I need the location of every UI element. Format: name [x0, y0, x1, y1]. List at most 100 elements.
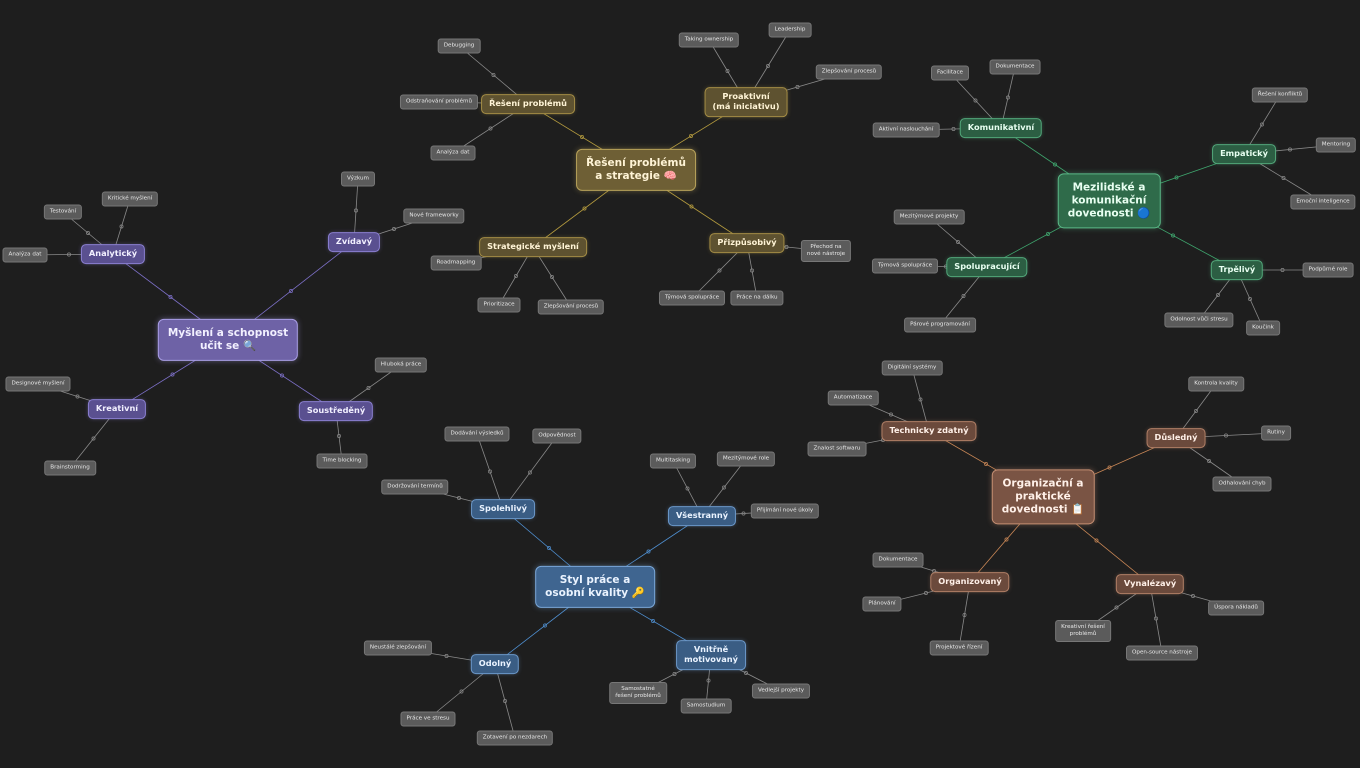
- subtopic-org[interactable]: Vynalézavý: [1115, 574, 1185, 594]
- leaf-node[interactable]: Úspora nákladů: [1208, 600, 1264, 616]
- leaf-node[interactable]: Odhalování chyb: [1212, 476, 1272, 492]
- connector-marker: [503, 699, 507, 703]
- leaf-node[interactable]: Vedlejší projekty: [751, 683, 811, 699]
- leaf-node[interactable]: Dodržování termínů: [381, 479, 449, 495]
- subtopic-social[interactable]: Empatický: [1212, 144, 1276, 164]
- leaf-node[interactable]: Přijímání nové úkoly: [750, 503, 820, 519]
- subtopic-org[interactable]: Technicky zdatný: [881, 421, 977, 441]
- leaf-node[interactable]: Automatizace: [827, 390, 879, 406]
- leaf-node[interactable]: Mentoring: [1315, 137, 1357, 153]
- leaf-node[interactable]: Neustálé zlepšování: [363, 640, 433, 656]
- leaf-node[interactable]: Mezitýmové role: [716, 451, 776, 467]
- subtopic-social[interactable]: Spolupracující: [946, 257, 1028, 277]
- leaf-node[interactable]: Rutiny: [1261, 425, 1291, 441]
- subtopic-thinking[interactable]: Analytický: [80, 244, 146, 264]
- leaf-node[interactable]: Týmová spolupráce: [871, 258, 939, 274]
- subtopic-org[interactable]: Důsledný: [1146, 428, 1206, 448]
- connector-marker: [67, 252, 71, 257]
- connector-marker: [795, 85, 800, 89]
- subtopic-problem[interactable]: Přizpůsobivý: [709, 233, 785, 253]
- leaf-node[interactable]: Dokumentace: [989, 59, 1041, 75]
- connector-marker: [717, 268, 722, 273]
- connector-marker: [722, 485, 726, 490]
- leaf-node[interactable]: Zlepšování procesů: [537, 299, 605, 315]
- connector-marker: [1281, 176, 1286, 180]
- leaf-node[interactable]: Mezitýmové projekty: [893, 209, 965, 225]
- leaf-node[interactable]: Kritické myšlení: [101, 191, 159, 207]
- leaf-node[interactable]: Kontrola kvality: [1188, 376, 1244, 392]
- leaf-node[interactable]: Taking ownership: [678, 32, 740, 48]
- leaf-node[interactable]: Open-source nástroje: [1126, 645, 1198, 661]
- leaf-node[interactable]: Hluboká práce: [374, 357, 428, 373]
- central-topic-social-line: dovednosti 🔵: [1067, 207, 1151, 220]
- leaf-node[interactable]: Párové programování: [904, 317, 976, 333]
- subtopic-problem[interactable]: Strategické myšlení: [479, 237, 587, 257]
- connector-marker: [550, 275, 554, 279]
- subtopic-problem[interactable]: Proaktivní(má iniciativu): [704, 87, 788, 117]
- leaf-node[interactable]: Koučink: [1246, 320, 1280, 336]
- connector-leaf: [476, 433, 504, 510]
- subtopic-org[interactable]: Organizovaný: [930, 572, 1010, 592]
- connector-marker: [528, 470, 532, 475]
- leaf-node[interactable]: Odolnost vůči stresu: [1164, 312, 1234, 328]
- leaf-node[interactable]: Nové frameworky: [403, 208, 465, 224]
- leaf-node[interactable]: Samostudium: [680, 698, 732, 714]
- leaf-node[interactable]: Práce ve stresu: [400, 711, 456, 727]
- leaf-node[interactable]: Facilitace: [930, 65, 970, 81]
- subtopic-social[interactable]: Komunikativní: [959, 118, 1043, 138]
- subtopic-style[interactable]: Všestranný: [667, 506, 737, 526]
- leaf-node[interactable]: Testování: [43, 204, 83, 220]
- leaf-node[interactable]: Práce na dálku: [730, 290, 784, 306]
- leaf-node[interactable]: Multitasking: [649, 453, 697, 469]
- leaf-node[interactable]: Projektové řízení: [929, 640, 989, 656]
- subtopic-style[interactable]: Odolný: [470, 654, 520, 674]
- leaf-node-line: nové nástroje: [806, 251, 846, 257]
- subtopic-thinking[interactable]: Kreativní: [87, 399, 147, 419]
- connector-marker: [488, 469, 492, 474]
- subtopic-social[interactable]: Trpělivý: [1210, 260, 1264, 280]
- leaf-node[interactable]: Roadmapping: [430, 255, 482, 271]
- leaf-node[interactable]: Dodávání výsledků: [444, 426, 510, 442]
- subtopic-thinking[interactable]: Zvídavý: [327, 232, 381, 252]
- leaf-node[interactable]: Zlepšování procesů: [815, 64, 883, 80]
- leaf-node[interactable]: Řešení konfliktů: [1251, 87, 1309, 103]
- leaf-node[interactable]: Analýza dat: [430, 145, 476, 161]
- connector-marker: [725, 69, 730, 73]
- leaf-node[interactable]: Designové myšlení: [5, 376, 71, 392]
- leaf-node-line: Kreativní řešení: [1061, 624, 1105, 631]
- subtopic-style[interactable]: Spolehlivý: [471, 499, 535, 519]
- connector-marker: [744, 671, 748, 675]
- leaf-node[interactable]: Dokumentace: [872, 552, 924, 568]
- connector-marker: [924, 591, 928, 595]
- leaf-node[interactable]: Odpovědnost: [532, 428, 582, 444]
- leaf-node[interactable]: Brainstorming: [44, 460, 96, 476]
- subtopic-thinking[interactable]: Soustředěný: [298, 401, 374, 421]
- leaf-node[interactable]: Výzkum: [341, 171, 375, 187]
- subtopic-problem[interactable]: Řešení problémů: [481, 94, 575, 114]
- leaf-node[interactable]: Leadership: [768, 22, 812, 38]
- connector-marker: [119, 224, 124, 229]
- leaf-node[interactable]: Odstraňování problémů: [399, 94, 479, 110]
- leaf-node[interactable]: Digitální systémy: [881, 360, 943, 376]
- connector-leaf: [502, 435, 558, 510]
- leaf-node[interactable]: Time blocking: [316, 453, 368, 469]
- leaf-node[interactable]: Zotavení po nezdarech: [476, 730, 554, 746]
- leaf-node[interactable]: Analýza dat: [2, 247, 48, 263]
- leaf-node[interactable]: Debugging: [437, 38, 481, 54]
- leaf-node[interactable]: Emoční inteligence: [1290, 194, 1356, 210]
- leaf-node[interactable]: Znalost softwaru: [807, 441, 867, 457]
- leaf-node[interactable]: Aktivní naslouchání: [872, 122, 940, 138]
- leaf-node[interactable]: Podpůrné role: [1302, 262, 1354, 278]
- leaf-node[interactable]: Prioritizace: [477, 297, 521, 313]
- leaf-node[interactable]: Plánování: [862, 596, 902, 612]
- leaf-node[interactable]: Týmová spolupráce: [658, 290, 726, 306]
